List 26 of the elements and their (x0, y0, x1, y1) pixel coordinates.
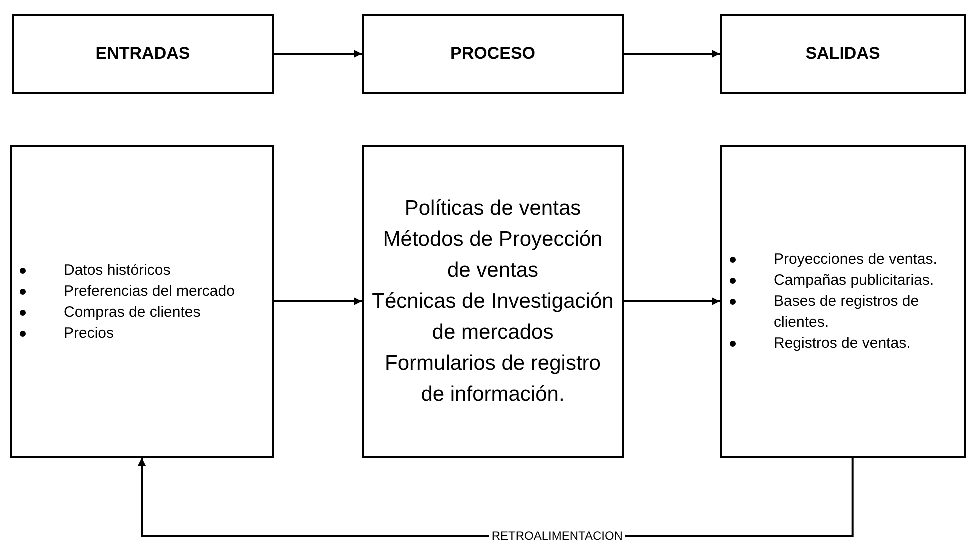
list-item: Datos históricos (64, 260, 172, 280)
list-item: Campañas publicitarias. (774, 271, 936, 291)
arrow (624, 50, 720, 58)
text-line: Políticas de ventas (404, 196, 582, 222)
text-line: Técnicas de Investigación de mercados (371, 289, 615, 346)
arrow (274, 50, 362, 58)
arrow (624, 298, 720, 306)
text-line: Métodos de Proyección de ventas (382, 227, 604, 284)
process-box (362, 14, 624, 94)
process-box (10, 145, 274, 458)
arrow (274, 298, 362, 306)
list-item: Preferencias del mercado (64, 282, 236, 302)
heading: PROCESO (450, 43, 536, 66)
list-item: Registros de ventas. (774, 334, 912, 354)
heading: SALIDAS (806, 43, 880, 66)
process-box (362, 145, 624, 458)
text-line: Formularios de registro de información. (384, 351, 602, 408)
list-item: Bases de registros de clientes. (774, 292, 920, 333)
process-box (12, 14, 274, 94)
list-item: Proyecciones de ventas. (774, 250, 938, 270)
heading: ENTRADAS (96, 43, 190, 66)
list-item: Compras de clientes (64, 302, 202, 322)
process-box (720, 14, 966, 94)
edge-label: RETROALIMENTACION (490, 530, 625, 542)
list-item: Precios (64, 324, 116, 344)
process-box (720, 145, 966, 458)
